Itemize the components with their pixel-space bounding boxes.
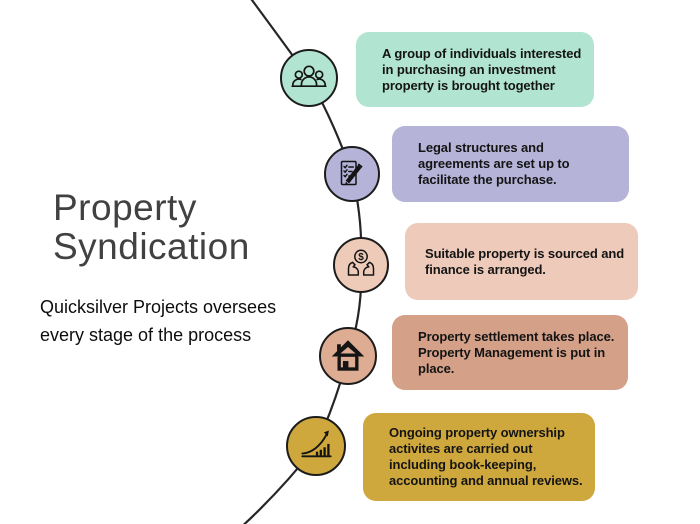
svg-text:$: $	[358, 252, 364, 263]
page-title: Property Syndication	[53, 188, 250, 266]
checklist-pencil-icon	[340, 160, 363, 186]
page-subtitle: Quicksilver Projects oversees every stag…	[40, 293, 276, 349]
house-icon	[331, 340, 365, 371]
growth-chart-icon	[301, 430, 332, 458]
step-3-textbox: Suitable property is sourced and finance…	[405, 223, 638, 300]
step-5-textbox: Ongoing property ownership activites are…	[363, 413, 595, 501]
step-1-textbox: A group of individuals interested in pur…	[356, 32, 594, 107]
step-1-text: A group of individuals interested in pur…	[382, 45, 582, 93]
step-2-textbox: Legal structures and agreements are set …	[392, 126, 629, 202]
hands-money-icon: $	[347, 249, 375, 276]
page-subtitle-line2: every stage of the process	[40, 325, 252, 345]
page-subtitle-line1: Quicksilver Projects oversees	[40, 297, 277, 317]
step-3-circle: $	[333, 237, 389, 293]
group-people-icon	[291, 65, 327, 88]
page-title-line2: Syndication	[53, 226, 250, 267]
step-4-textbox: Property settlement takes place. Propert…	[392, 315, 628, 390]
step-5-circle	[286, 416, 346, 476]
step-4-circle	[319, 327, 377, 385]
step-2-circle	[324, 146, 380, 202]
step-3-text: Suitable property is sourced and finance…	[425, 245, 625, 277]
step-5-text: Ongoing property ownership activites are…	[389, 425, 583, 488]
step-1-circle	[280, 49, 338, 107]
pencil-glyph	[345, 163, 363, 186]
page-title-line1: Property	[53, 187, 197, 228]
step-2-text: Legal structures and agreements are set …	[418, 140, 570, 187]
step-4-text: Property settlement takes place. Propert…	[418, 328, 615, 376]
